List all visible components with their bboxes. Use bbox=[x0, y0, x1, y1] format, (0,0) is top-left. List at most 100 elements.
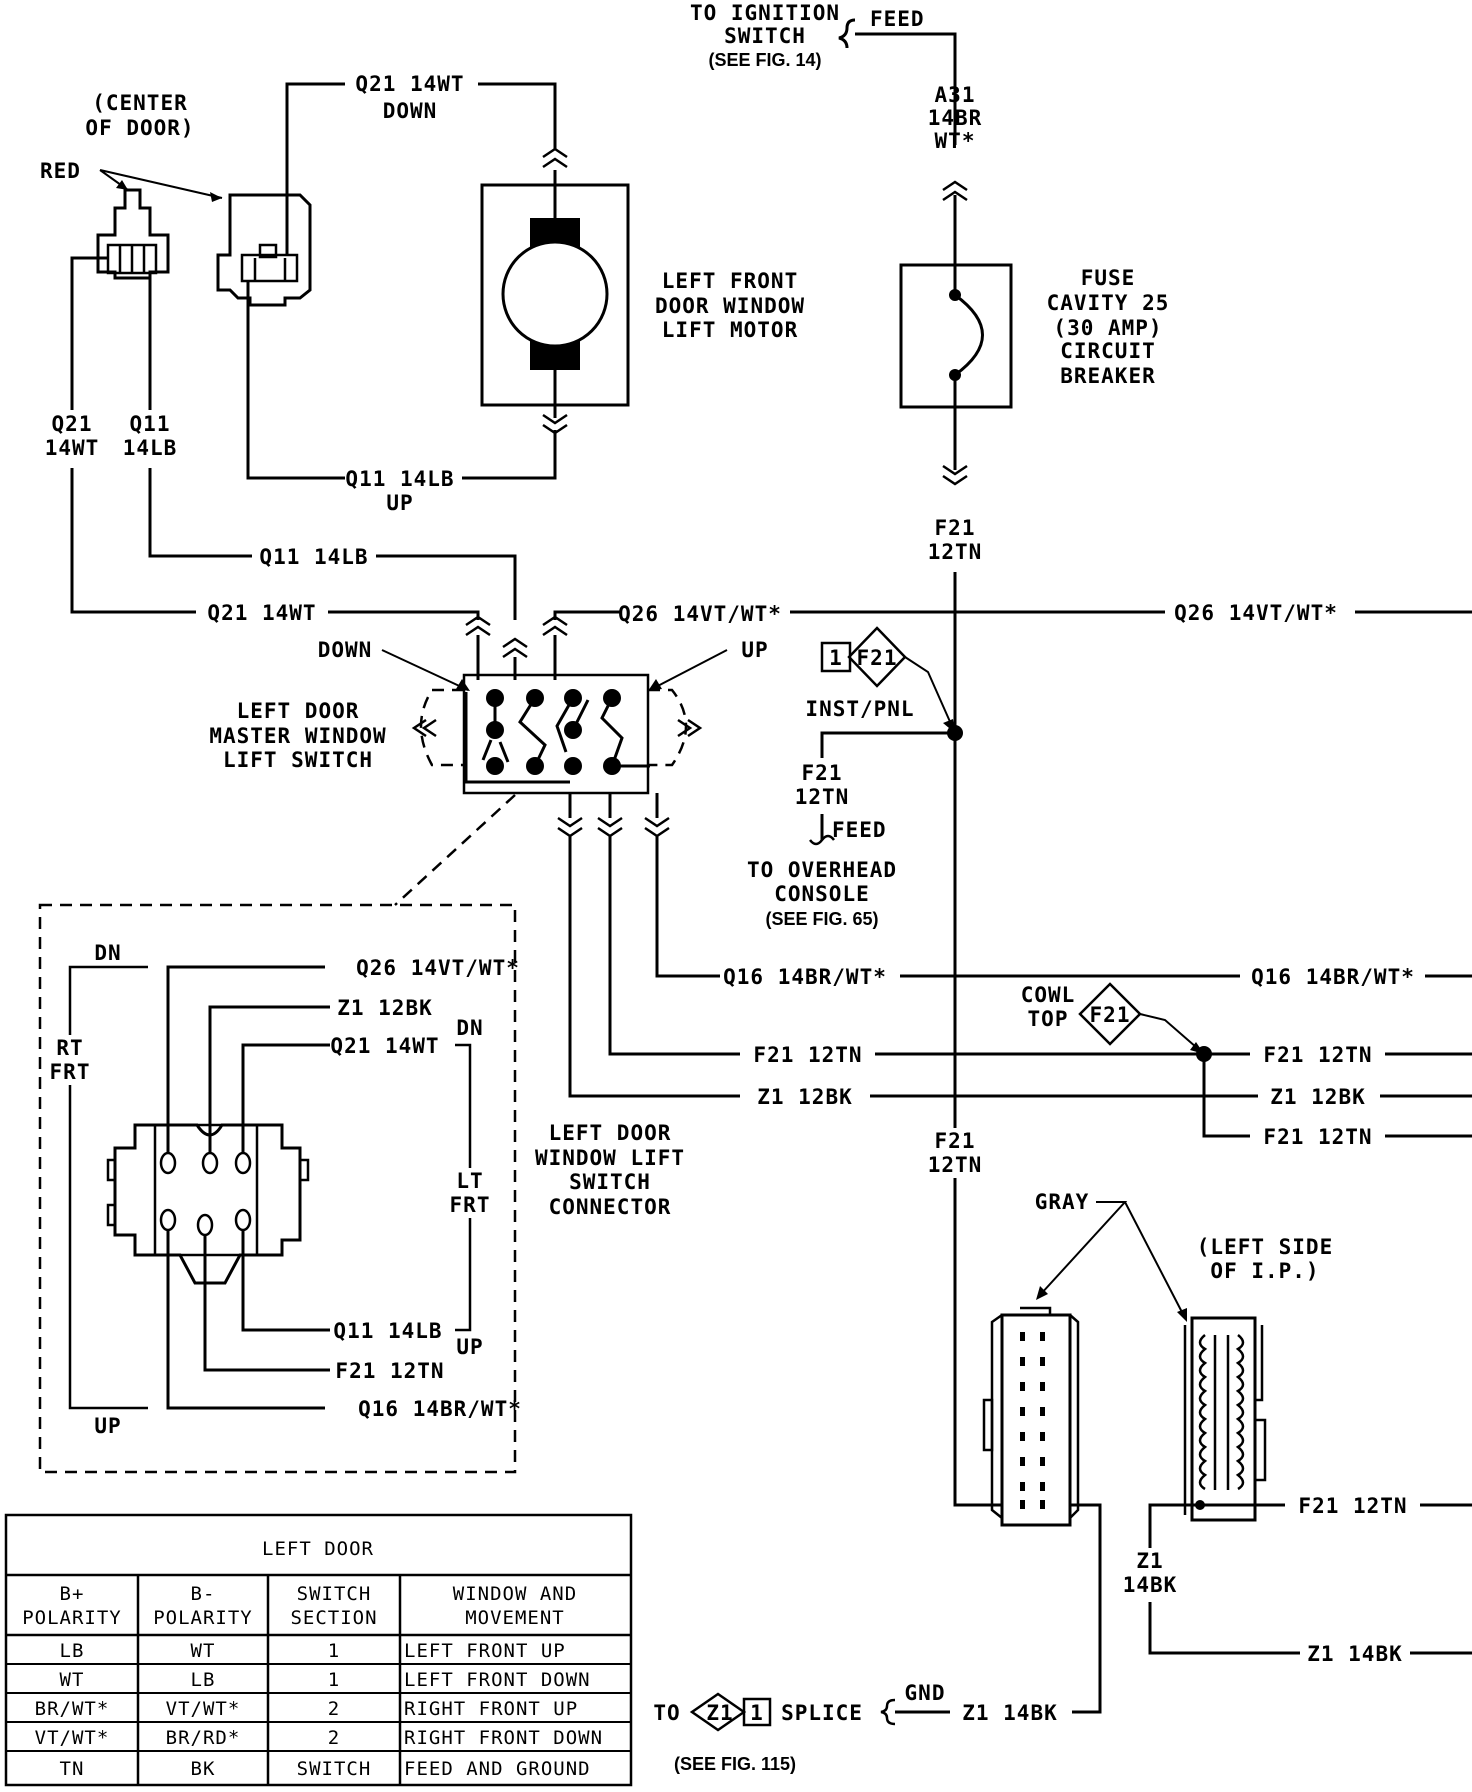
overhead-feed-brace bbox=[809, 834, 835, 846]
table-header-3b: SECTION bbox=[290, 1607, 377, 1629]
table-cell: FEED AND GROUND bbox=[404, 1758, 591, 1780]
door-connector-b-face bbox=[240, 253, 299, 283]
connector-chevron bbox=[557, 816, 583, 838]
splice-pin: 1 bbox=[750, 1701, 764, 1725]
cowl-leader bbox=[1139, 1013, 1205, 1055]
motor-label-1: LEFT FRONT bbox=[662, 269, 798, 293]
ignition-feed-label: FEED bbox=[870, 7, 925, 31]
wire-q16-a bbox=[655, 836, 720, 978]
connector-chevron bbox=[942, 180, 968, 202]
z1-right-label: Z1 12BK bbox=[1270, 1085, 1366, 1109]
cowl-label-2: TOP bbox=[1028, 1007, 1069, 1031]
polarity-table: LEFT DOOR B+ POLARITY B- POLARITY SWITCH… bbox=[4, 1513, 633, 1787]
ip-connector-left-latch bbox=[982, 1398, 994, 1452]
switch-bottom-leads bbox=[568, 793, 659, 818]
up-label: UP bbox=[741, 638, 768, 662]
wire-ip-z1-b bbox=[1148, 1602, 1300, 1655]
master-switch-label-3: LIFT SWITCH bbox=[223, 748, 373, 772]
fuse-label-2: CAVITY 25 bbox=[1047, 291, 1170, 315]
table-cell: WT bbox=[191, 1640, 216, 1662]
wire-q21-down-a bbox=[285, 82, 345, 255]
ignition-label-1: TO IGNITION bbox=[690, 1, 840, 25]
motor-label-3: LIFT MOTOR bbox=[662, 318, 798, 342]
switch-contact-arms bbox=[481, 697, 650, 768]
fuse-label-3: (30 AMP) bbox=[1053, 316, 1162, 340]
inst-panel-leader bbox=[904, 656, 956, 734]
table-header-1a: B+ bbox=[60, 1583, 85, 1605]
overhead-f21-label-2: 12TN bbox=[795, 785, 850, 809]
table-cell: LB bbox=[191, 1669, 216, 1691]
z1-wire-label: Z1 12BK bbox=[757, 1085, 853, 1109]
detail-connector-pins bbox=[159, 1151, 252, 1237]
motor-armature bbox=[501, 240, 609, 348]
overhead-f21-label-1: F21 bbox=[802, 761, 843, 785]
feed-brace bbox=[838, 18, 856, 49]
detail-rt-bg bbox=[48, 1035, 92, 1085]
q11-vertical-label-2: 14LB bbox=[123, 436, 178, 460]
detail-q26-label: Q26 14VT/WT* bbox=[356, 956, 520, 980]
connector-chevron bbox=[411, 718, 437, 738]
detail-rt-label-2: FRT bbox=[50, 1060, 91, 1084]
connector-chevron bbox=[542, 615, 568, 637]
ip-z1-wire-label: Z1 14BK bbox=[1307, 1642, 1403, 1666]
table-cell: RIGHT FRONT UP bbox=[404, 1698, 578, 1720]
ip-connector-right-latch bbox=[1253, 1418, 1267, 1482]
ip-connector-left-shell bbox=[990, 1306, 1080, 1519]
cowl-diamond bbox=[1078, 982, 1142, 1046]
wire-a31-top bbox=[855, 32, 957, 145]
wire-q21-left-b bbox=[70, 468, 196, 614]
master-switch-right-bracket bbox=[648, 688, 688, 767]
switch-top-leads bbox=[476, 635, 557, 680]
q26-right-label: Q26 14VT/WT* bbox=[1174, 601, 1338, 625]
table-cell: LEFT FRONT UP bbox=[404, 1640, 566, 1662]
ip-z1-label-2: 14BK bbox=[1123, 1573, 1178, 1597]
red-label: RED bbox=[40, 159, 81, 183]
wire-q11-left-b bbox=[148, 468, 252, 558]
splice-z1: Z1 bbox=[706, 1701, 733, 1725]
wire-q21-left-a bbox=[70, 256, 108, 410]
table-title: LEFT DOOR bbox=[262, 1538, 374, 1560]
connector-label-1: LEFT DOOR bbox=[549, 1121, 672, 1145]
detail-rt-label-1: RT bbox=[56, 1036, 83, 1060]
detail-connector-body bbox=[113, 1123, 302, 1285]
f21-right-label-1: F21 12TN bbox=[1263, 1043, 1372, 1067]
gnd-brace bbox=[880, 1698, 896, 1726]
inst-panel-arrowhead bbox=[943, 719, 955, 733]
ip-connector-left-pins bbox=[1020, 1332, 1045, 1509]
inst-panel-pin: 1 bbox=[829, 646, 843, 670]
master-switch-label-1: LEFT DOOR bbox=[237, 699, 360, 723]
wire-f21-overhead bbox=[820, 731, 955, 758]
table-cell: 2 bbox=[328, 1727, 340, 1749]
connector-label-2: WINDOW LIFT bbox=[535, 1146, 685, 1170]
table-cell: BR/RD* bbox=[166, 1727, 241, 1749]
door-connector-b bbox=[216, 193, 312, 307]
table-row: WT LB 1 LEFT FRONT DOWN bbox=[60, 1669, 591, 1691]
gray-leader bbox=[1039, 1201, 1186, 1319]
master-switch-bus bbox=[464, 692, 570, 784]
q16-wire-label: Q16 14BR/WT* bbox=[723, 965, 887, 989]
connector-chevron bbox=[677, 718, 703, 738]
detail-lt-label-2: FRT bbox=[450, 1193, 491, 1217]
q11-wire-label: Q11 14LB bbox=[259, 545, 368, 569]
q21-vertical-label-1: Q21 bbox=[52, 412, 93, 436]
detail-wire-z1 bbox=[208, 1005, 330, 1153]
connector-chevron bbox=[465, 615, 491, 637]
table-row: TN BK SWITCH FEED AND GROUND bbox=[60, 1758, 591, 1780]
connector-chevron bbox=[644, 816, 670, 838]
connector-chevron bbox=[942, 464, 968, 486]
ip-side-label-1: (LEFT SIDE bbox=[1197, 1235, 1333, 1259]
table-cell: LB bbox=[60, 1640, 85, 1662]
detail-box bbox=[38, 903, 517, 1474]
connector-chevron bbox=[542, 413, 568, 435]
splice-ref: (SEE FIG. 115) bbox=[674, 1754, 796, 1774]
q21-wire-label: Q21 14WT bbox=[207, 601, 316, 625]
cowl-f21: F21 bbox=[1090, 1003, 1131, 1027]
ip-f21-label: F21 12TN bbox=[1298, 1494, 1407, 1518]
fuse-label-4: CIRCUIT bbox=[1060, 339, 1156, 363]
f21-wire-label: F21 12TN bbox=[753, 1043, 862, 1067]
wire-q21-to-switch bbox=[328, 610, 480, 620]
table-cell: SWITCH bbox=[297, 1758, 372, 1780]
table-cell: LEFT FRONT DOWN bbox=[404, 1669, 591, 1691]
